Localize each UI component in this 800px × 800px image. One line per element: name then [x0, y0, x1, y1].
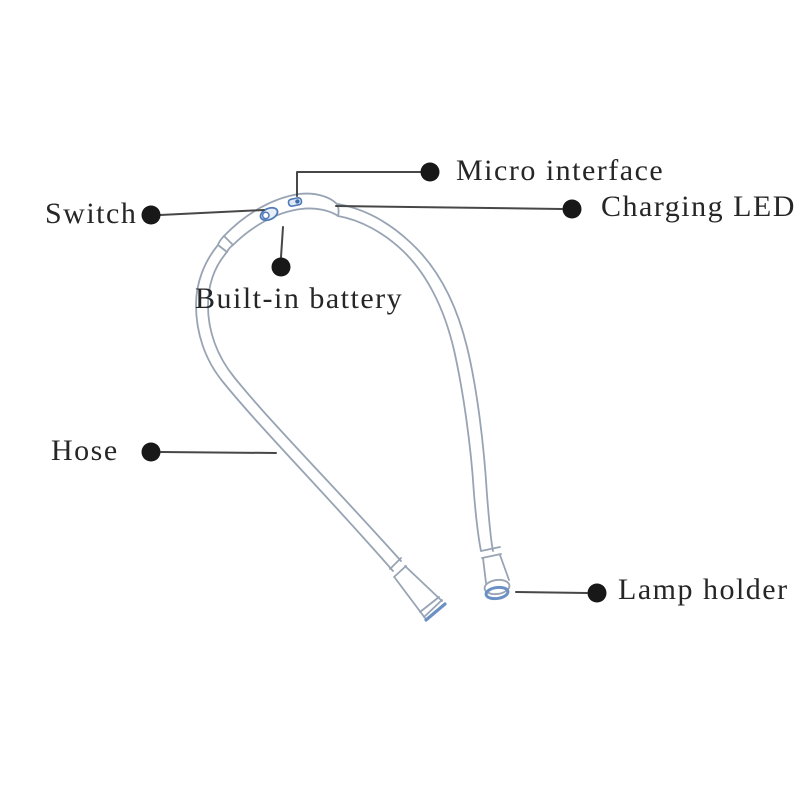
right-lamp-ring-line-2 — [481, 553, 502, 559]
left-hose-inner-edge — [207, 251, 402, 562]
housing-top-edge — [223, 192, 338, 237]
charging-led-callout-dot — [562, 199, 582, 219]
left-lamp-lens-edge — [424, 602, 447, 622]
left-lamp-rim-line — [419, 596, 440, 613]
label-switch: Switch — [45, 197, 138, 230]
left-hose-outer-edge — [195, 244, 394, 572]
micro-interface-leader-line — [296, 171, 422, 197]
micro-usb-port — [287, 196, 303, 208]
collar-top-edge — [217, 235, 225, 246]
label-micro-interface: Micro interface — [456, 154, 665, 187]
lamp-holder-callout-dot — [587, 583, 607, 603]
right-lamp-rim-ellipse — [483, 578, 511, 596]
right-hose-outer-edge — [337, 203, 494, 552]
micro-usb-port-slot — [295, 199, 300, 204]
switch-control — [259, 206, 279, 222]
label-charging-led: Charging LED — [601, 190, 796, 223]
charging-led-leader-line — [335, 205, 563, 210]
label-lamp-holder: Lamp holder — [618, 573, 789, 606]
micro-interface-callout-dot — [420, 162, 440, 182]
left-lamp-ring-line-2 — [393, 565, 407, 578]
callout-lines-group — [159, 171, 588, 594]
label-hose: Hose — [51, 434, 119, 467]
housing-right-cap — [336, 203, 340, 217]
switch-leader-line — [159, 209, 265, 216]
housing-bottom-edge — [232, 207, 339, 246]
built-in-battery-callout-dot — [271, 257, 291, 277]
right-hose-inner-edge — [337, 215, 482, 552]
right-lamp-taper-left — [482, 557, 487, 584]
collar-bottom-edge — [226, 244, 234, 253]
right-lamp-taper-right — [499, 554, 510, 581]
collar-cap — [217, 244, 228, 253]
housing-left-cap — [223, 235, 234, 246]
left-lamp-ring-line-1 — [389, 557, 402, 570]
callout-dots-group — [141, 162, 607, 603]
right-lamp-lens-ellipse — [484, 585, 510, 601]
right-lamp-ring-line-1 — [480, 546, 501, 552]
switch-button-knob — [261, 211, 270, 220]
switch-callout-dot — [141, 205, 161, 225]
built-in-battery-leader-line — [280, 226, 284, 258]
device-outline-group — [195, 192, 511, 619]
micro-usb-port-outline — [287, 196, 303, 208]
hose-callout-dot — [141, 442, 161, 462]
left-lamp-taper-upper — [404, 565, 443, 602]
blue-accent-group — [259, 196, 510, 622]
lamp-holder-leader-line — [515, 591, 588, 594]
hose-leader-line — [160, 451, 277, 454]
label-built-in-battery: Built-in battery — [195, 282, 404, 315]
left-lamp-face-edge — [423, 599, 443, 618]
